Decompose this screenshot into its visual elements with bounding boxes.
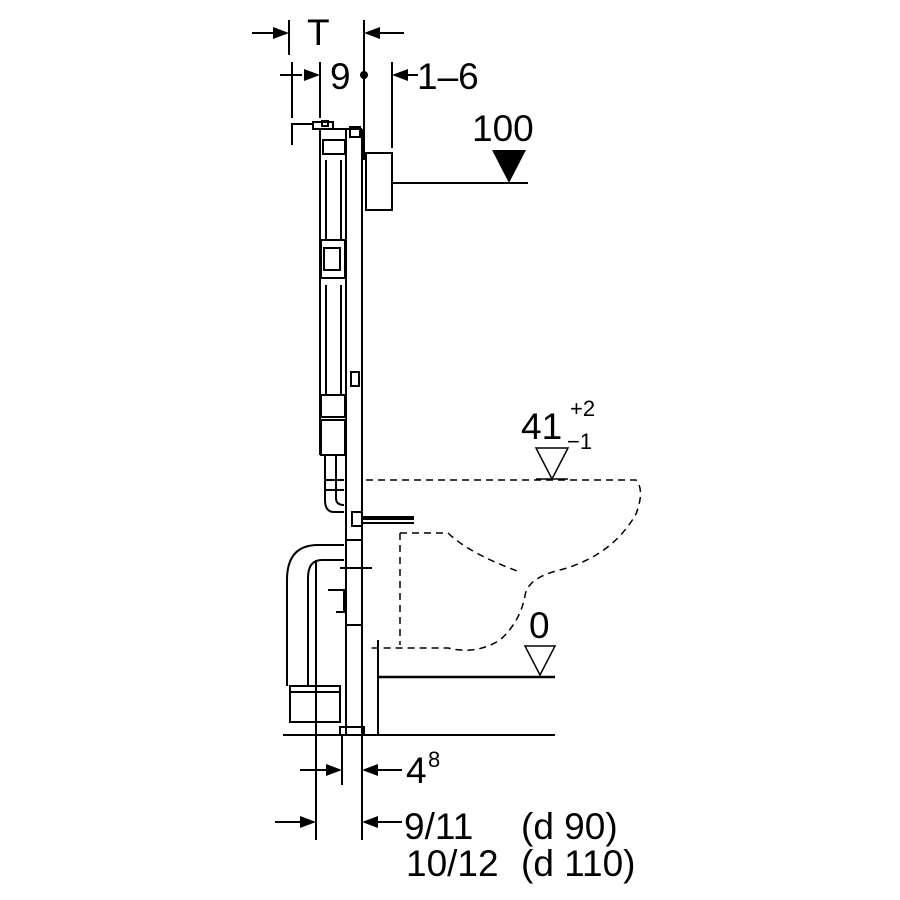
label-floor-level: 0 [529, 605, 550, 646]
label-pipe-small-diameter: (d 90) [521, 806, 618, 847]
fixing-stud [351, 511, 414, 527]
label-bowl-height: 41 [521, 406, 563, 447]
label-pipe-offset-large: 10/12 [406, 843, 499, 884]
dimension-9 [280, 62, 418, 148]
label-bowl-tolerance-plus: +2 [570, 396, 596, 421]
level-marker-0 [523, 645, 557, 677]
waste-pipe-bend [286, 539, 372, 723]
label-frame-depth: 9 [330, 56, 351, 97]
label-foot-offset-sup: 8 [428, 747, 441, 772]
dimension-T [252, 20, 404, 160]
toilet-bowl-outline [366, 479, 642, 651]
frame-foot [339, 726, 365, 736]
installation-frame [319, 128, 363, 735]
label-pipe-offset-small: 9/11 [404, 806, 474, 847]
label-actuation-height: 100 [472, 108, 534, 149]
frame-top-bracket [291, 120, 361, 145]
label-foot-offset: 4 [406, 750, 427, 791]
label-pipe-large-diameter: (d 110) [521, 843, 636, 884]
label-bowl-tolerance-minus: −1 [567, 429, 593, 454]
label-wall-clearance: 1–6 [417, 56, 479, 97]
level-marker-100 [492, 150, 526, 183]
label-module-depth: T [307, 12, 330, 53]
actuator-plate [365, 152, 528, 211]
level-marker-41 [534, 447, 570, 481]
